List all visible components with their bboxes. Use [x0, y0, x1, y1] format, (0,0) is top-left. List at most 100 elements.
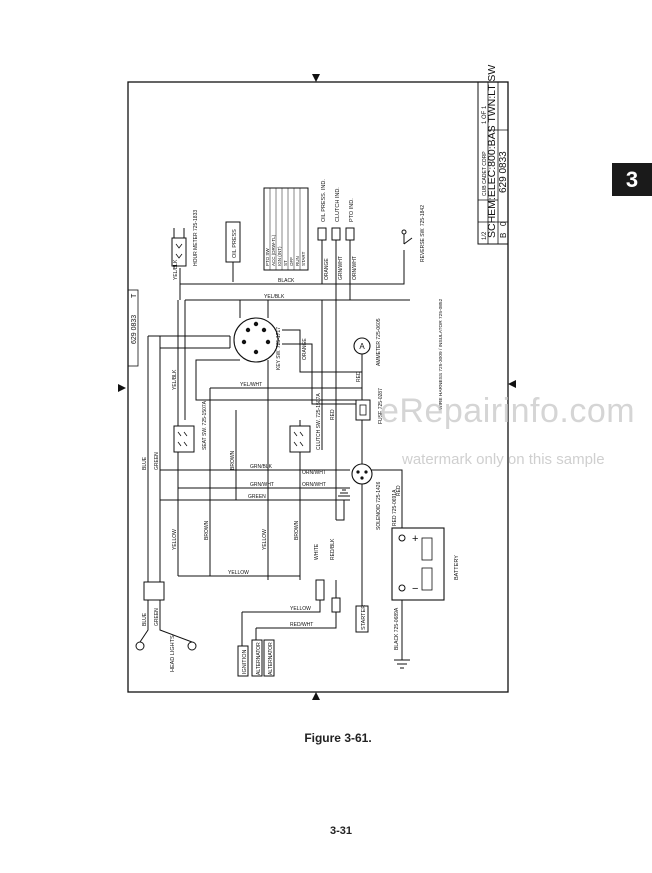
wire-label: ORN/WHT: [302, 470, 326, 476]
key-switch: KEY SW. 725-1717: [233, 317, 282, 370]
wire-label: YEL/BLK: [172, 369, 178, 390]
legend-row: IGN (INT): [277, 246, 282, 266]
cable-black-label: BLACK 725-0689A: [394, 607, 400, 650]
wire-label: YEL/WHT: [240, 382, 262, 388]
wire-label: RED: [396, 485, 402, 496]
clutch-switch-label: CLUTCH SW. 725-1507A: [316, 393, 322, 450]
connectors: [143, 579, 341, 613]
pto-ind-label: PTO IND.: [349, 198, 355, 222]
starter-label: STARTER: [361, 605, 367, 630]
alternator-label: ALTERNATOR: [268, 642, 274, 675]
title-block: SCHEM:ELEC:800:BAS TWN:LT SW 629 0833 B …: [477, 65, 509, 245]
wire-label: YELLOW: [290, 606, 311, 612]
solenoid: SOLENOID 725-1426: [351, 463, 382, 530]
wire-label: RED: [330, 409, 336, 420]
wire-label: YELLOW: [228, 570, 249, 576]
clutch-ind-label: CLUTCH IND.: [335, 187, 341, 222]
wire-label: WHITE: [314, 543, 320, 560]
battery-label: BATTERY: [454, 555, 460, 580]
wire-label: ORANGE: [302, 338, 308, 360]
title-block-size: B: [499, 233, 508, 238]
wire-label: ORN/WHT: [302, 482, 326, 488]
title-block-scale: 1/2: [482, 231, 488, 240]
fuse: FUSE 725-0287: [355, 388, 384, 424]
section-tab: 3: [612, 163, 652, 196]
svg-text:A: A: [359, 342, 365, 351]
wire-label: RED/BLK: [330, 538, 336, 560]
legend-block: PTO SW ACC (DRW-TL) IGN (INT) ST OFF RUN…: [263, 187, 309, 271]
clutch-switch: CLUTCH SW. 725-1507A: [289, 393, 322, 453]
battery: + − BATTERY: [391, 527, 460, 601]
title-block-fscm: 0: [499, 221, 508, 226]
title-block-title: SCHEM:ELEC:800:BAS TWN:LT SW: [486, 65, 498, 238]
wire-label: YEL/BLK: [173, 259, 179, 280]
watermark-note: watermark only on this sample: [402, 451, 605, 468]
page-number: 3-31: [329, 825, 353, 837]
key-switch-label: KEY SW. 725-1717: [276, 327, 282, 370]
reverse-switch-label: REVERSE SW. 725-1842: [420, 205, 426, 262]
wire-label: BLUE: [142, 612, 148, 626]
corner-dwg-no: 629 0833: [131, 315, 138, 344]
solenoid-label: SOLENOID 725-1426: [376, 481, 382, 530]
hour-meter-label: HOUR METER 725-1833: [193, 210, 199, 266]
wire-label: GREEN: [154, 608, 160, 626]
ground-symbol: [338, 489, 350, 497]
battery-minus: −: [412, 583, 418, 595]
legend-row: ST: [283, 260, 288, 266]
seat-switch: SEAT SW. 725-1507A: [173, 400, 208, 453]
figure-caption: Figure 3-61.: [304, 731, 372, 745]
oil-press-ind-label: OIL PRESS. IND.: [321, 179, 327, 222]
title-block-header: CUB CADET CORP: [482, 151, 488, 196]
fuse-label: FUSE 725-0287: [378, 388, 384, 424]
alternator-label: ALTERNATOR: [256, 642, 262, 675]
wire-labels: YEL/BLK BLACK YEL/BLK ORANGE GRN/WHT ORN…: [142, 256, 402, 628]
wire-label: GRN/WHT: [250, 482, 274, 488]
wire-label: GRN/WHT: [338, 256, 344, 280]
starter: STARTER: [355, 605, 369, 633]
wire-label: BROWN: [230, 450, 236, 470]
alternator-ignition: IGNITION ALTERNATOR ALTERNATOR: [237, 639, 275, 677]
wire-label: GREEN: [154, 452, 160, 470]
wiring: [139, 238, 410, 669]
battery-plus: +: [412, 533, 418, 545]
title-block-sheet: 1 OF 1: [482, 105, 488, 124]
wire-label: GREEN: [248, 494, 266, 500]
ammeter-label: AMMETER 725-0605: [376, 318, 382, 366]
oil-press-label: OIL PRESS: [232, 229, 238, 258]
wire-label: YELLOW: [262, 529, 268, 550]
corner-label: 629 0833 T: [127, 289, 139, 367]
drawing-frame: [127, 81, 509, 693]
corner-rev: T: [131, 293, 138, 298]
wire-label: BROWN: [204, 520, 210, 540]
wire-label: RED: [356, 371, 362, 382]
title-block-number: 629 0833: [498, 151, 509, 193]
wire-label: ORN/WHT: [352, 256, 358, 280]
wire-label: GRN/BLK: [250, 464, 273, 470]
wire-label: YELLOW: [172, 529, 178, 550]
wire-label: ORANGE: [324, 258, 330, 280]
hour-meter: HOUR METER 725-1833: [171, 210, 199, 267]
legend-row: ACC (DRW-TL): [271, 234, 276, 266]
ignition-label: IGNITION: [242, 650, 248, 674]
cable-red-label: RED 725-0691A: [392, 489, 398, 526]
wire-label: BLUE: [142, 456, 148, 470]
frame-arrows: [118, 74, 516, 700]
legend-row: START: [301, 251, 306, 266]
watermark-logo: eRepairinfo.com: [380, 392, 636, 430]
legend-row: RUN: [295, 256, 300, 266]
seat-switch-label: SEAT SW. 725-1507A: [202, 400, 208, 450]
wire-label: RED/WHT: [290, 622, 313, 628]
wire-label: BROWN: [294, 520, 300, 540]
ammeter: A AMMETER 725-0605: [353, 318, 382, 366]
legend-row: OFF: [289, 257, 294, 266]
wire-label: YEL/BLK: [264, 294, 285, 300]
reverse-switch: REVERSE SW. 725-1842: [401, 205, 426, 262]
wire-label: BLACK: [278, 278, 295, 284]
legend-row: PTO SW: [265, 248, 270, 266]
head-lights: HEAD LIGHTS: [135, 635, 197, 672]
indicator-lamps: [317, 227, 355, 241]
harness-note: WIRE HARNESS 725-3009 / INSULATOR 725-08…: [438, 298, 444, 410]
oil-press: OIL PRESS: [225, 221, 241, 263]
head-lights-label: HEAD LIGHTS: [170, 635, 176, 672]
